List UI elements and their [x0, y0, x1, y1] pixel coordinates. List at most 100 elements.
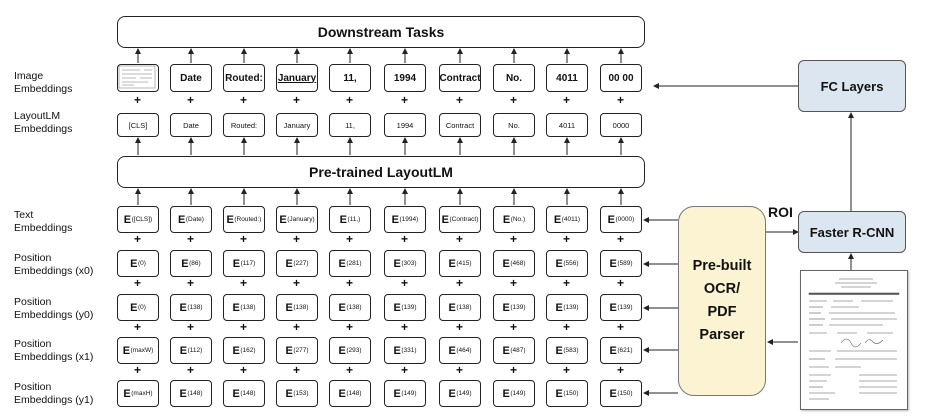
x1-embedding-cell: E(464): [439, 337, 481, 364]
embedding-subscript: (331): [401, 347, 417, 354]
plus-sign: +: [187, 363, 195, 377]
embedding-subscript: (162): [240, 347, 256, 354]
plus-sign: +: [346, 276, 354, 290]
image-embedding-cell-doc-icon: [117, 64, 159, 92]
embedding-symbol: E: [338, 344, 346, 357]
layoutlm-embedding-cell: 0000: [600, 113, 642, 137]
embedding-subscript: (0): [137, 260, 146, 267]
x1-embedding-cell: E(583): [546, 337, 588, 364]
layoutlm-embedding-cell: Routed:: [223, 113, 265, 137]
embedding-symbol: E: [555, 301, 563, 314]
embedding-subscript: (281): [346, 260, 362, 267]
y0-embedding-cell: E(138): [329, 294, 371, 321]
plus-sign: +: [187, 93, 195, 107]
embedding-subscript: (11,): [347, 216, 361, 223]
image-embedding-text: Date: [180, 72, 202, 84]
plus-sign: +: [187, 276, 195, 290]
plus-sign: +: [510, 320, 518, 334]
embedding-subscript: (maxH): [131, 390, 153, 397]
x1-embedding-cell: E(112): [170, 337, 212, 364]
image-embedding-text: 4011: [556, 72, 578, 84]
embedding-symbol: E: [179, 301, 187, 314]
layoutlm-embedding-cell: January: [276, 113, 318, 137]
embedding-symbol: E: [448, 301, 456, 314]
embedding-subscript: (139): [563, 304, 579, 311]
plus-sign: +: [240, 93, 248, 107]
embedding-subscript: (153): [293, 390, 309, 397]
plus-sign: +: [240, 232, 248, 246]
embedding-subscript: (0000): [615, 216, 635, 223]
layoutlm-embedding-cell: Date: [170, 113, 212, 137]
x0-embedding-cell: E(281): [329, 250, 371, 277]
plus-sign: +: [617, 232, 625, 246]
embedding-symbol: E: [391, 213, 400, 226]
embedding-subscript: (Contract): [449, 216, 479, 223]
embedding-subscript: (293): [346, 347, 362, 354]
embedding-subscript: (138): [187, 304, 203, 311]
embedding-subscript: (556): [563, 260, 579, 267]
embedding-subscript: (138): [346, 304, 362, 311]
layoutlm-embedding-cell: 11,: [329, 113, 371, 137]
embedding-subscript: (150): [617, 390, 633, 397]
x0-embedding-cell: E(227): [276, 250, 318, 277]
document-image-thumbnail: [800, 270, 908, 410]
fc-layers-box: FC Layers: [798, 60, 906, 112]
embedding-subscript: (117): [240, 260, 256, 267]
x0-embedding-cell: E(468): [493, 250, 535, 277]
embedding-subscript: (277): [293, 347, 309, 354]
embedding-symbol: E: [609, 257, 617, 270]
plus-sign: +: [187, 320, 195, 334]
downstream-tasks-box: Downstream Tasks: [117, 16, 645, 48]
plus-sign: +: [346, 320, 354, 334]
x1-embedding-cell: E(621): [600, 337, 642, 364]
x0-embedding-cell: E(589): [600, 250, 642, 277]
plus-sign: +: [563, 232, 571, 246]
plus-sign: +: [134, 232, 142, 246]
embedding-subscript: (415): [456, 260, 472, 267]
plus-sign: +: [240, 276, 248, 290]
plus-sign: +: [293, 363, 301, 377]
x0-embedding-cell: E(556): [546, 250, 588, 277]
embedding-symbol: E: [279, 213, 287, 226]
embedding-symbol: E: [285, 344, 293, 357]
image-embedding-cell: 4011: [546, 64, 588, 92]
x1-embedding-cell: E(487): [493, 337, 535, 364]
embedding-symbol: E: [393, 387, 401, 400]
embedding-symbol: E: [607, 213, 616, 226]
embedding-subscript: (148): [346, 390, 362, 397]
layoutlm-embedding-cell: No.: [493, 113, 535, 137]
embedding-symbol: E: [555, 257, 563, 270]
plus-sign: +: [401, 320, 409, 334]
image-embedding-cell: 11,: [329, 64, 371, 92]
roi-label: ROI: [768, 204, 793, 220]
text-embedding-cell: E(January): [276, 206, 318, 233]
embedding-symbol: E: [339, 213, 347, 226]
embedding-symbol: E: [232, 344, 240, 357]
x1-embedding-cell: E(maxW): [117, 337, 159, 364]
plus-sign: +: [401, 363, 409, 377]
embedding-symbol: E: [178, 213, 186, 226]
image-embedding-cell: 00 00: [600, 64, 642, 92]
embedding-subscript: (138): [456, 304, 472, 311]
y0-embedding-cell: E(139): [600, 294, 642, 321]
embedding-symbol: E: [609, 387, 617, 400]
embedding-symbol: E: [448, 257, 456, 270]
layoutlm-embedding-cell: [CLS]: [117, 113, 159, 137]
embedding-subscript: (148): [187, 390, 203, 397]
plus-sign: +: [134, 320, 142, 334]
image-embedding-text: Contract: [439, 72, 481, 84]
embedding-subscript: (No.): [510, 216, 526, 223]
embedding-symbol: E: [123, 213, 132, 226]
embedding-symbol: E: [448, 387, 456, 400]
embedding-symbol: E: [502, 257, 510, 270]
text-embedding-cell: E(Date): [170, 206, 212, 233]
x0-embedding-cell: E(86): [170, 250, 212, 277]
y0-embedding-cell: E(139): [384, 294, 426, 321]
y1-embedding-cell: E(153): [276, 380, 318, 407]
plus-sign: +: [293, 320, 301, 334]
x0-embedding-cell: E(415): [439, 250, 481, 277]
y1-embedding-cell: E(148): [329, 380, 371, 407]
plus-sign: +: [563, 93, 571, 107]
